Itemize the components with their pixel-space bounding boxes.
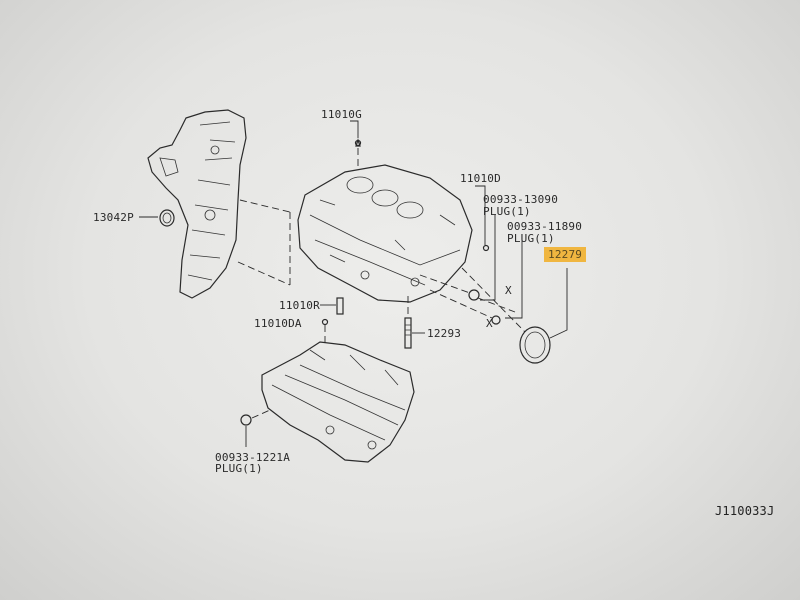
label-x-lower: X <box>486 317 493 330</box>
label-11010d: 11010D <box>460 172 501 185</box>
dash-cover-to-block <box>237 199 291 286</box>
plug-1221a-part <box>240 414 252 426</box>
reference-code: J110033J <box>715 504 775 518</box>
cylinder-block-part <box>297 164 473 303</box>
label-12293: 12293 <box>427 327 462 340</box>
label-00933-13090: 00933-13090 <box>483 193 559 206</box>
label-00933-1221a: 00933-1221A <box>215 451 291 464</box>
label-00933-11890-plug: PLUG(1) <box>507 232 555 245</box>
leader-12279 <box>549 268 568 339</box>
dowel-11010da-part <box>321 318 329 326</box>
plug-11890-part <box>491 315 501 325</box>
bolt-11010r-part <box>336 297 344 315</box>
leader-13090 <box>480 215 496 301</box>
label-13042p: 13042P <box>93 211 134 224</box>
dowel-11010d-part <box>482 244 490 252</box>
leader-11890 <box>505 240 523 319</box>
label-00933-11890: 00933-11890 <box>507 220 583 233</box>
leader-11010d <box>475 185 486 245</box>
label-00933-1221a-plug: PLUG(1) <box>215 462 263 475</box>
rear-oil-seal-12279-part <box>519 326 551 364</box>
bolt-12293-part <box>404 317 412 349</box>
label-x-upper: X <box>505 284 512 297</box>
label-12279-highlighted: 12279 <box>544 247 587 262</box>
label-00933-13090-plug: PLUG(1) <box>483 205 531 218</box>
plug-13090-part <box>468 289 480 301</box>
seal-13042p-part <box>159 209 175 227</box>
label-11010g: 11010G <box>321 108 362 121</box>
timing-cover-part <box>147 109 247 299</box>
stud-11010g-part <box>354 138 362 147</box>
leader-11010g <box>350 120 359 138</box>
label-11010da: 11010DA <box>254 317 302 330</box>
lower-block-part <box>261 341 415 463</box>
label-11010r: 11010R <box>279 299 320 312</box>
